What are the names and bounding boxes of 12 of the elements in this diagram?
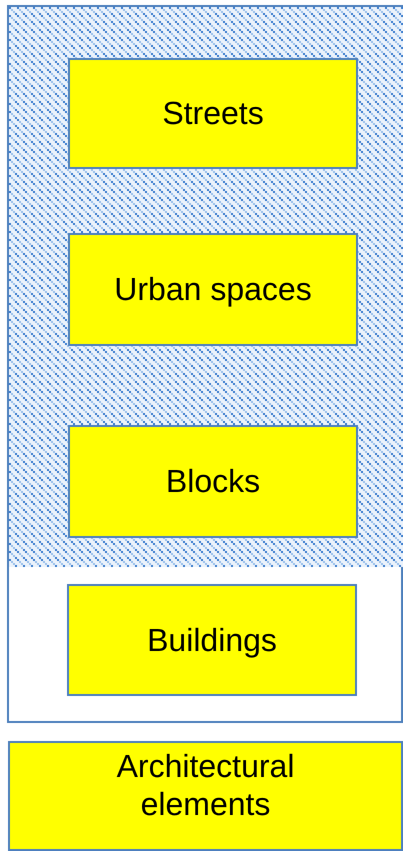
container-box [7, 5, 403, 723]
box-label: Architectural elements [116, 747, 296, 824]
process-box [67, 584, 357, 696]
process-box [68, 58, 358, 169]
box-label: Buildings [147, 620, 277, 660]
box-label: Urban spaces [114, 270, 312, 309]
process-box [8, 741, 403, 851]
hatched-region [9, 7, 403, 567]
process-box [68, 233, 358, 346]
box-label: Blocks [166, 462, 260, 501]
box-label: Streets [162, 94, 264, 133]
process-box [68, 425, 358, 538]
